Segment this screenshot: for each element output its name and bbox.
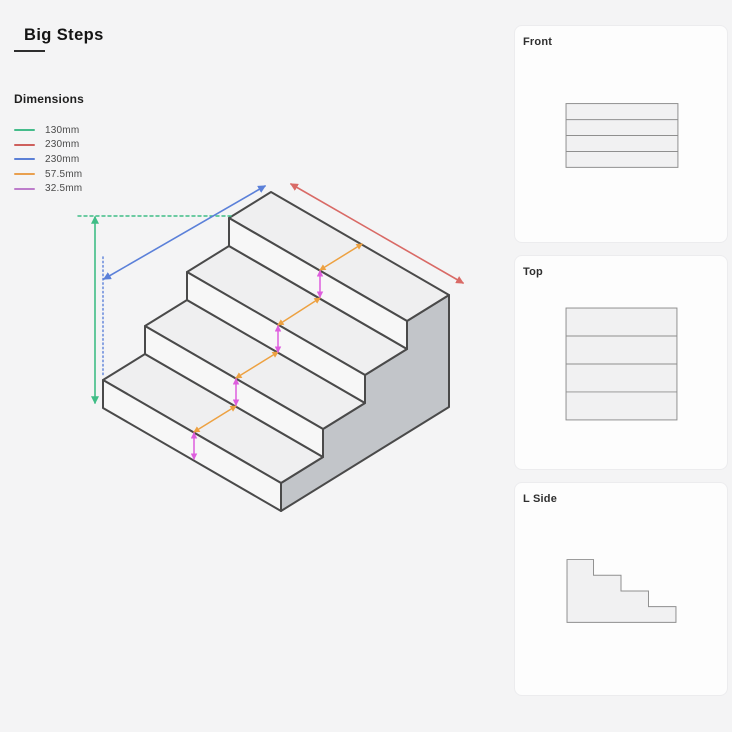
legend-label: 230mm (45, 139, 80, 151)
lside-view-drawing (566, 559, 677, 623)
tread-arrow-3 (277, 297, 321, 326)
view-card-lside[interactable]: L Side (514, 482, 728, 696)
dimension-risers-32-5mm (190, 270, 324, 460)
legend-item-depth: 230mm (14, 152, 82, 167)
legend-label: 32.5mm (45, 183, 83, 195)
depth-dimension-arrow (102, 185, 267, 280)
page-title: Big Steps (24, 26, 104, 44)
view-card-top[interactable]: Top (514, 255, 728, 470)
view-card-top-title: Top (523, 266, 543, 278)
lside-view-outline (566, 559, 677, 623)
dimensions-legend: 130mm 230mm 230mm 57.5mm 32.5mm (14, 123, 82, 196)
staircase-isometric-svg (77, 183, 465, 512)
dimension-width-230mm (289, 183, 465, 284)
legend-swatch-orange (14, 173, 35, 176)
legend-swatch-green (14, 129, 35, 132)
legend-item-riser: 32.5mm (14, 181, 82, 196)
tread-arrow-1 (193, 405, 237, 433)
front-view-drawing (565, 103, 679, 168)
dimension-depth-230mm (102, 185, 267, 378)
dimensions-heading: Dimensions (14, 92, 85, 106)
legend-item-tread: 57.5mm (14, 167, 82, 182)
tread-arrow-2 (235, 351, 279, 379)
view-card-front[interactable]: Front (514, 25, 728, 243)
top-view-drawing (565, 307, 678, 421)
dimension-treads-57-5mm (193, 243, 363, 433)
legend-swatch-purple (14, 187, 35, 190)
legend-label: 130mm (45, 124, 80, 136)
title-underline (14, 50, 45, 52)
view-card-front-title: Front (523, 36, 553, 48)
legend-label: 57.5mm (45, 168, 83, 180)
tread-arrow-4 (319, 243, 363, 271)
legend-label: 230mm (45, 153, 80, 165)
staircase-solid (102, 191, 450, 512)
legend-swatch-blue (14, 158, 35, 161)
isometric-drawing-canvas[interactable] (0, 0, 500, 732)
width-dimension-arrow (289, 183, 465, 284)
legend-item-height: 130mm (14, 123, 82, 138)
legend-swatch-red (14, 143, 35, 146)
legend-item-width: 230mm (14, 138, 82, 153)
view-card-lside-title: L Side (523, 493, 558, 505)
